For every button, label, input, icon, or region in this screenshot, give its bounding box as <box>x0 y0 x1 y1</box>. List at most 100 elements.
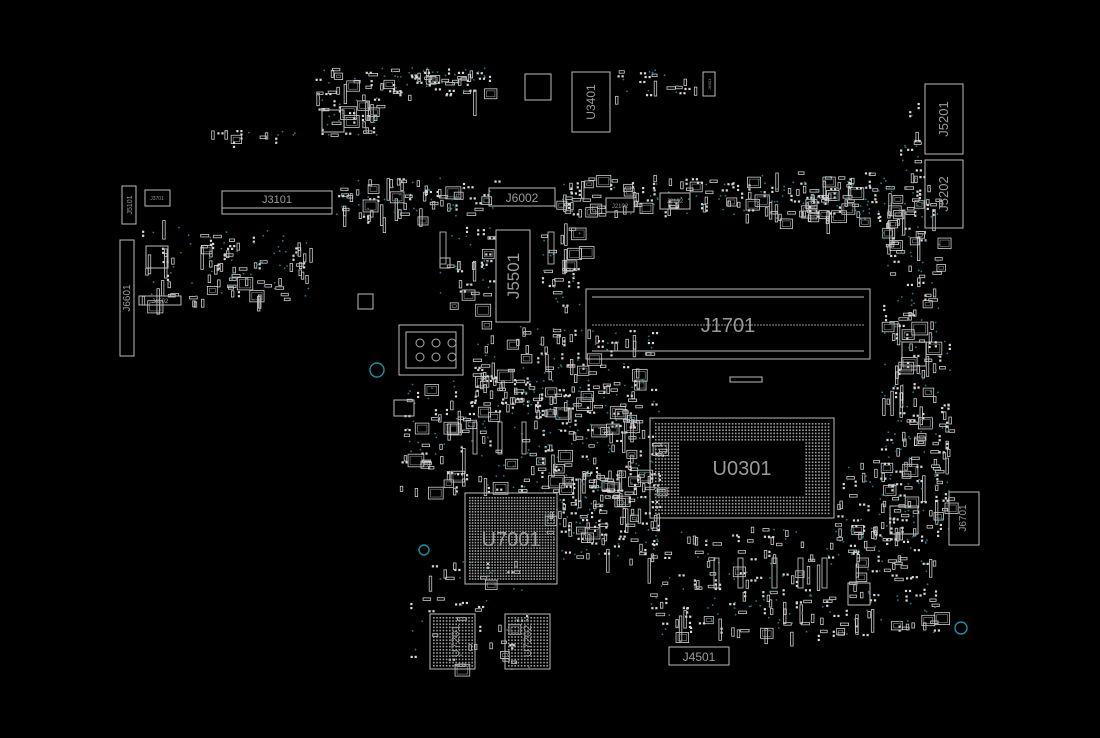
smd-part <box>570 512 577 515</box>
smd-part <box>513 379 517 386</box>
connector-j5201: J5201 <box>924 83 964 155</box>
smd-part <box>462 478 466 487</box>
smd-part <box>641 429 646 439</box>
via <box>266 229 269 232</box>
via <box>383 75 386 78</box>
smd-part <box>775 172 779 192</box>
smd-part <box>610 388 618 392</box>
smd-part <box>709 179 718 183</box>
smd-part <box>842 482 845 490</box>
smd-part <box>934 257 943 261</box>
smd-part <box>440 199 444 207</box>
smd-part <box>653 484 660 487</box>
smd-part <box>421 452 428 455</box>
smd-part <box>429 201 439 206</box>
smd-part <box>902 463 919 477</box>
smd-part <box>913 141 922 145</box>
via <box>566 399 568 402</box>
via <box>881 536 883 538</box>
connector-j5101: J5101 <box>121 185 137 225</box>
smd-part <box>560 530 567 533</box>
via <box>542 430 545 433</box>
via <box>520 456 523 459</box>
smd-part <box>934 612 950 625</box>
via <box>588 508 591 511</box>
via <box>910 255 913 258</box>
smd-part <box>932 209 935 217</box>
via <box>321 99 324 102</box>
smd-part <box>641 522 649 525</box>
smd-part <box>598 390 606 394</box>
via <box>603 396 606 399</box>
smd-part <box>915 169 922 172</box>
via <box>788 612 791 615</box>
smd-part <box>745 213 749 224</box>
via <box>483 75 486 77</box>
smd-part <box>416 81 423 84</box>
smd-part <box>472 358 482 362</box>
via <box>576 429 579 432</box>
smd-part <box>901 513 910 518</box>
via <box>810 202 813 205</box>
via <box>868 212 871 215</box>
via <box>338 119 340 122</box>
smd-part <box>365 85 372 89</box>
smd-part <box>574 329 577 336</box>
smd-part <box>787 188 792 195</box>
smd-part <box>909 111 912 118</box>
smd-part <box>592 194 602 199</box>
smd-part <box>633 483 637 491</box>
smd-part <box>474 395 477 402</box>
smd-part <box>201 245 213 255</box>
via <box>896 595 899 597</box>
smd-part <box>428 486 444 500</box>
smd-part <box>934 341 937 348</box>
via <box>724 194 727 197</box>
via <box>890 190 893 193</box>
slot-part <box>797 557 804 589</box>
via <box>498 464 500 467</box>
via <box>783 189 786 192</box>
via <box>948 490 950 492</box>
smd-part <box>611 341 618 344</box>
smd-part <box>868 180 871 187</box>
via <box>658 526 661 528</box>
smd-part <box>336 86 340 95</box>
smd-part <box>893 509 902 513</box>
smd-part <box>564 260 578 272</box>
via <box>881 560 884 563</box>
smd-part <box>516 338 520 346</box>
via <box>880 468 883 471</box>
via <box>655 183 658 185</box>
smd-part <box>480 364 491 368</box>
via <box>477 71 480 74</box>
smd-part <box>433 81 441 84</box>
smd-part <box>785 529 789 537</box>
smd-part <box>898 625 901 632</box>
via <box>484 354 487 357</box>
smd-part <box>889 240 903 251</box>
via <box>810 594 813 597</box>
smd-part <box>904 486 913 490</box>
smd-part <box>907 501 912 508</box>
smd-part <box>400 181 404 192</box>
smd-part <box>483 293 493 297</box>
via <box>934 522 937 525</box>
smd-part <box>679 92 686 95</box>
smd-part <box>896 483 903 486</box>
smd-part <box>770 608 774 615</box>
via <box>748 605 751 608</box>
smd-part <box>469 70 474 79</box>
smd-part <box>644 75 651 79</box>
via <box>281 130 284 133</box>
smd-part <box>596 175 612 188</box>
mount-hole-1 <box>369 362 385 378</box>
smd-part <box>231 274 241 278</box>
via <box>411 67 414 70</box>
smd-part <box>566 364 576 368</box>
via <box>580 551 583 553</box>
smd-part <box>883 568 891 573</box>
via <box>487 286 490 289</box>
smd-part <box>932 271 942 275</box>
